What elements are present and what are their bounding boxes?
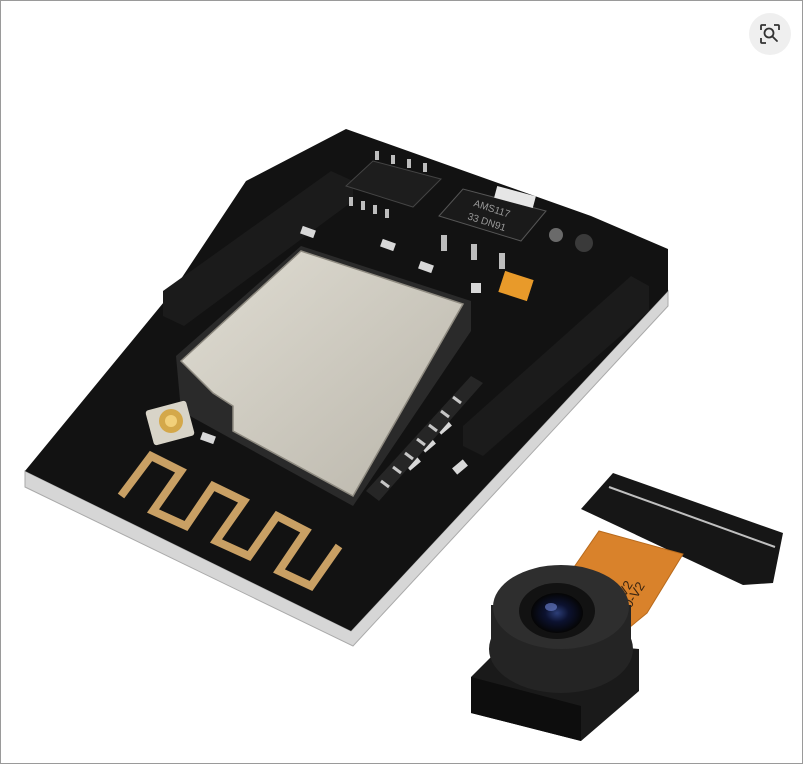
left-pin-header xyxy=(163,75,353,326)
board-components: AMS117 33 DN91 xyxy=(200,151,593,501)
module-shield xyxy=(176,246,471,506)
right-pin-header xyxy=(463,193,649,456)
antenna-connector xyxy=(145,400,195,446)
zoom-button[interactable] xyxy=(749,13,791,55)
antenna-trace xyxy=(117,450,343,592)
magnify-zoom-icon xyxy=(759,23,781,45)
camera-module: TY-OV2 640-V2 xyxy=(471,473,783,741)
